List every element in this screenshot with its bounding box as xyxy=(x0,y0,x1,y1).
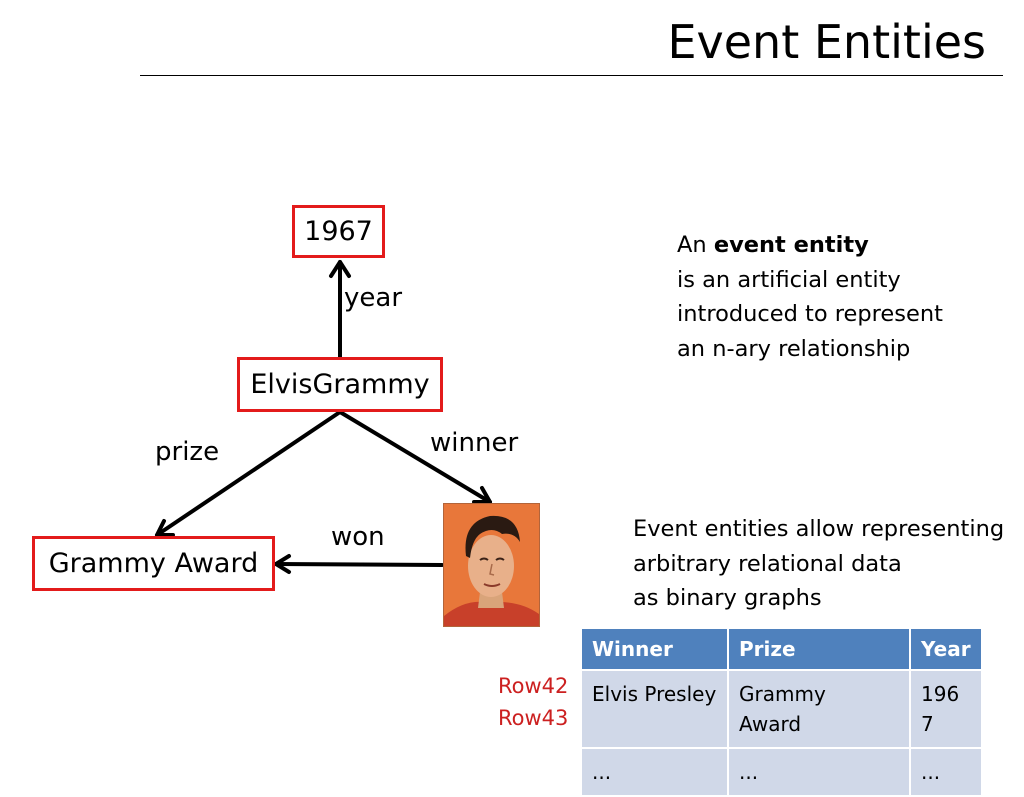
definition-line-3: introduced to represent xyxy=(677,301,943,327)
edge-winner xyxy=(338,410,492,504)
edge-year-arrowhead xyxy=(329,260,351,278)
portrait-icon xyxy=(444,504,539,626)
column-header-year: Year xyxy=(909,627,983,671)
table-cell: Elvis Presley xyxy=(580,669,729,749)
node-grammy-award: Grammy Award xyxy=(32,536,275,591)
graph-edges xyxy=(155,260,492,574)
edge-prize xyxy=(155,410,342,537)
column-header-winner: Winner xyxy=(580,627,729,671)
node-year-1967: 1967 xyxy=(292,205,385,258)
elvis-portrait-image xyxy=(443,503,540,627)
edge-label-year: year xyxy=(344,283,403,313)
table-cell-text: 196 7 xyxy=(921,682,960,736)
note-text: Event entities allow representing arbitr… xyxy=(633,512,1004,616)
row-label-42: Row42 xyxy=(498,674,569,698)
table-header-row: Winner Prize Year xyxy=(580,627,983,671)
table-cell: 196 7 xyxy=(909,669,983,749)
relation-table: Winner Prize Year Elvis Presley Grammy A… xyxy=(580,627,983,797)
column-header-prize: Prize xyxy=(727,627,911,671)
table-cell: ... xyxy=(909,747,983,797)
definition-term: event entity xyxy=(713,232,869,258)
edge-won xyxy=(274,562,444,567)
edge-prize-arrowhead xyxy=(155,519,175,537)
definition-line-2: is an artificial entity xyxy=(677,266,901,293)
note-line-1: Event entities allow representing xyxy=(633,516,1005,542)
row-label-43: Row43 xyxy=(498,706,569,730)
table-row: ... ... ... xyxy=(580,747,983,797)
edge-label-won: won xyxy=(331,522,385,552)
note-line-2: arbitrary relational data xyxy=(633,550,902,577)
table-cell: Grammy Award xyxy=(727,669,911,749)
definition-line-4: an n-ary relationship xyxy=(677,335,911,362)
edge-label-prize: prize xyxy=(155,437,220,467)
table-row: Elvis Presley Grammy Award 196 7 xyxy=(580,669,983,749)
edge-won-arrowhead xyxy=(274,554,291,574)
definition-line-1: An event entity xyxy=(677,228,943,263)
table-cell: ... xyxy=(580,747,729,797)
title-underline xyxy=(140,75,1003,76)
edge-label-winner: winner xyxy=(430,428,519,458)
definition-prefix: An xyxy=(677,232,714,258)
slide-title: Event Entities xyxy=(667,15,986,69)
table-cell: ... xyxy=(727,747,911,797)
note-line-3: as binary graphs xyxy=(633,585,822,611)
node-elvisgrammy: ElvisGrammy xyxy=(237,357,443,412)
table-cell-text: Grammy Award xyxy=(739,682,826,736)
edge-winner-arrowhead xyxy=(472,486,492,504)
definition-text: An event entity is an artificial entity … xyxy=(677,228,943,366)
